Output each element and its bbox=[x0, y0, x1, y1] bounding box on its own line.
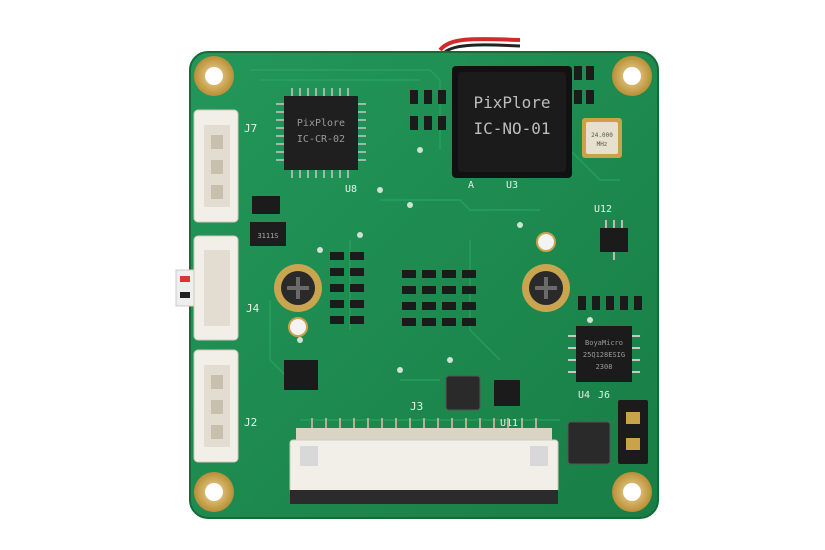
chip-u11 bbox=[494, 380, 520, 406]
chip-flash: BoyaMicro 25Q128ESIG 2308 bbox=[568, 326, 640, 382]
chip-main-line1: PixPlore bbox=[473, 93, 550, 112]
chip-bridge-line1: PixPlore bbox=[297, 118, 345, 129]
screw-right bbox=[522, 264, 570, 312]
chip-bridge: PixPlore IC-CR-02 bbox=[276, 88, 366, 178]
chip-main: PixPlore IC-NO-01 bbox=[452, 66, 572, 178]
mounting-holes bbox=[194, 56, 652, 512]
crystal: 24.000 MHz bbox=[582, 118, 622, 158]
chip-u12 bbox=[600, 220, 628, 260]
inductor bbox=[445, 375, 481, 411]
label-u4: U4 bbox=[578, 390, 590, 401]
flash-line2: 25Q128ESIG bbox=[583, 351, 625, 359]
ffc-connector-j3 bbox=[289, 418, 559, 504]
crystal-line2: MHz bbox=[597, 141, 608, 148]
chip-main-line2: IC-NO-01 bbox=[473, 119, 550, 138]
flash-line3: 2308 bbox=[596, 363, 613, 371]
label-j2: J2 bbox=[244, 416, 257, 429]
passive-array-right bbox=[578, 296, 642, 310]
screw-left bbox=[274, 264, 322, 312]
regulator-text: 3111S bbox=[257, 232, 278, 240]
label-u11: U11 bbox=[500, 418, 518, 429]
connector-j7 bbox=[193, 109, 239, 223]
chip-left-top bbox=[252, 196, 280, 214]
red-wire bbox=[438, 37, 521, 52]
passive-array-left bbox=[330, 252, 364, 324]
connector-j4 bbox=[175, 235, 239, 341]
chip-left-mid bbox=[284, 360, 318, 390]
connector-j2 bbox=[193, 349, 239, 463]
regulator: 3111S bbox=[250, 222, 286, 246]
via-hole-large bbox=[288, 317, 308, 337]
crystal-line1: 24.000 bbox=[591, 132, 613, 139]
label-j3: J3 bbox=[410, 400, 423, 413]
via-hole-large bbox=[536, 232, 556, 252]
pin1-mark: A bbox=[468, 180, 474, 191]
label-u8: U8 bbox=[345, 184, 357, 195]
label-u12: U12 bbox=[594, 204, 612, 215]
label-u3: U3 bbox=[506, 180, 518, 191]
inductor bbox=[567, 421, 611, 465]
label-j6: J6 bbox=[598, 390, 610, 401]
passive-array-top bbox=[410, 66, 594, 130]
pcb-traces bbox=[250, 69, 620, 421]
flash-line1: BoyaMicro bbox=[585, 339, 623, 347]
label-j7: J7 bbox=[244, 122, 257, 135]
header-j6 bbox=[618, 400, 648, 464]
chip-bridge-line2: IC-CR-02 bbox=[297, 134, 345, 145]
black-wire bbox=[444, 43, 521, 54]
label-j4: J4 bbox=[246, 302, 260, 315]
passive-array-middle bbox=[402, 270, 476, 326]
